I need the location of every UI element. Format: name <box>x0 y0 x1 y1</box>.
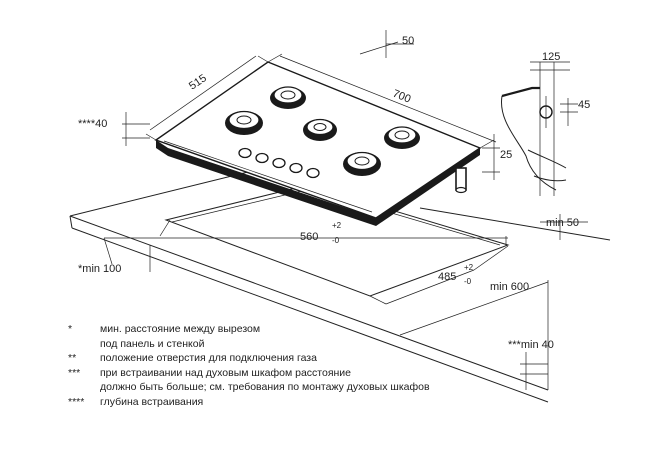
burner-front <box>343 151 381 176</box>
detail-panel-curve <box>501 95 557 191</box>
gas-connection-detail <box>501 61 578 196</box>
label-min50: min 50 <box>546 217 579 229</box>
legend-row: под панель и стенкой <box>68 337 588 352</box>
legend-text: глубина встраивания <box>100 395 204 408</box>
legend-mark: ** <box>68 352 77 365</box>
burner-mid-left <box>225 110 263 135</box>
knob-icon <box>289 162 303 174</box>
label-min40: ***min 40 <box>508 339 554 351</box>
legend-text: положение отверстия для подключения газа <box>100 352 317 365</box>
burner-center <box>303 118 337 141</box>
control-knobs <box>238 147 320 179</box>
label-560-tol-minus: -0 <box>332 236 340 245</box>
gas-pipe-end <box>455 186 467 194</box>
burner-back-left <box>270 86 306 109</box>
knob-icon <box>255 152 269 164</box>
dim-line-min600 <box>399 281 549 336</box>
dim-line-700 <box>279 55 497 143</box>
legend-mark: *** <box>68 366 81 379</box>
label-25: 25 <box>500 149 512 161</box>
legend-text: должно быть больше; см. требования по мо… <box>100 381 430 394</box>
hob <box>154 61 482 226</box>
legend-row: должно быть больше; см. требования по мо… <box>68 380 588 395</box>
dim-line-min100 <box>103 237 113 265</box>
hob-front-bevel <box>163 140 373 213</box>
label-515: 515 <box>187 72 209 92</box>
dim-line-515 <box>149 55 257 131</box>
legend-row: **** глубина встраивания <box>68 395 588 410</box>
legend-text: под панель и стенкой <box>100 337 205 350</box>
legend-text: мин. расстояние между вырезом <box>100 323 261 335</box>
hob-frame-thickness <box>156 140 480 226</box>
knob-icon <box>306 167 320 179</box>
legend-row: ** положение отверстия для подключения г… <box>68 351 588 366</box>
legend-mark <box>68 380 100 395</box>
label-700: 700 <box>391 88 413 106</box>
detail-panel-top <box>501 86 540 98</box>
label-45: 45 <box>578 99 590 111</box>
label-485-tol-plus: +2 <box>464 263 474 272</box>
knob-icon <box>238 147 252 159</box>
cutout-outline <box>164 184 510 297</box>
footnote-legend: * мин. расстояние между вырезом под пане… <box>68 322 588 410</box>
countertop-front-edge-lower <box>71 227 549 403</box>
label-125: 125 <box>542 51 560 63</box>
dimension-lines <box>103 30 588 390</box>
countertop-corner <box>69 215 73 229</box>
legend-row: * мин. расстояние между вырезом <box>68 322 588 337</box>
legend-mark <box>68 337 100 352</box>
legend-row: *** при встраивании над духовым шкафом р… <box>68 366 588 381</box>
legend-mark: * <box>68 323 73 335</box>
legend-mark: **** <box>68 395 85 408</box>
legend-text: при встраивании над духовым шкафом расст… <box>100 366 352 379</box>
label-560: 560 <box>300 231 318 243</box>
label-50-top: 50 <box>402 35 414 47</box>
label-485-tol-minus: -0 <box>464 277 472 286</box>
countertop-back-edge-left <box>69 171 249 217</box>
label-min100: *min 100 <box>78 263 121 275</box>
dim-line-485 <box>385 269 475 305</box>
label-485: 485 <box>438 271 456 283</box>
burner-right <box>384 126 420 149</box>
label-40-depth: ****40 <box>78 118 107 130</box>
label-560-tol-plus: +2 <box>332 221 342 230</box>
knob-icon <box>272 157 286 169</box>
gas-connection-pipe <box>455 167 467 191</box>
countertop-back-edge-right <box>419 207 611 241</box>
label-min600: min 600 <box>490 281 529 293</box>
